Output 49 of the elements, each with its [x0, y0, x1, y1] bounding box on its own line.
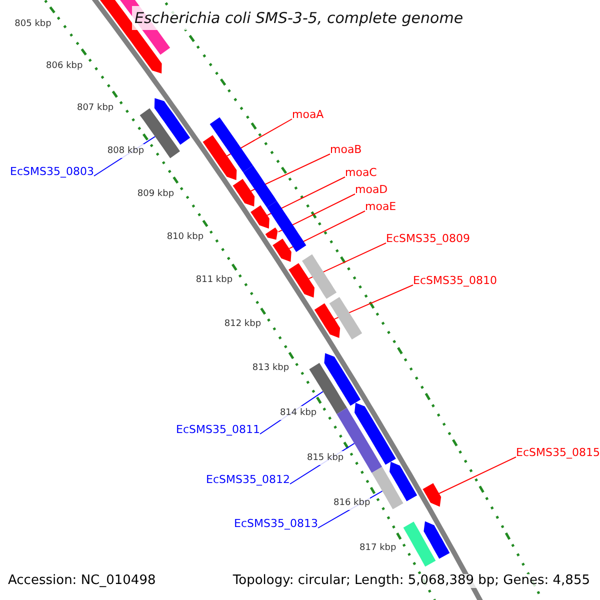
gene-segment: [250, 205, 270, 229]
gene-label: moaE: [365, 200, 396, 214]
genome-info-note: Topology: circular; Length: 5,068,389 bp; Genes: 4,855: [230, 574, 592, 588]
gene-label: EcSMS35_0815: [516, 446, 600, 460]
gene-segment: [154, 98, 190, 145]
gene-segment: [372, 466, 404, 510]
gene-label: moaB: [330, 143, 362, 157]
gene-segment: [302, 254, 337, 299]
gene-label: moaC: [345, 166, 377, 180]
leader-line: [288, 210, 366, 250]
scale-label: 808 kbp: [107, 144, 144, 158]
gene-label: EcSMS35_0812: [206, 473, 290, 487]
leader-line: [308, 242, 386, 280]
gene-segment: [288, 263, 314, 298]
gene-segment: [202, 135, 237, 180]
scale-label: 817 kbp: [360, 540, 396, 555]
gene-segment: [272, 238, 292, 262]
gene-segment: [390, 462, 418, 502]
gene-label: EcSMS35_0813: [234, 517, 318, 531]
accession-note: Accession: NC_010498: [6, 574, 158, 588]
gene-segment: [354, 402, 396, 465]
gene-segment: [243, 166, 277, 208]
gene-segment: [232, 178, 255, 206]
gene-segment: [266, 200, 306, 252]
gene-segment: [329, 297, 362, 340]
leader-line: [278, 194, 356, 232]
gene-label: EcSMS35_0810: [413, 274, 497, 288]
leader-line: [438, 456, 516, 494]
gene-label: EcSMS35_0809: [386, 232, 470, 246]
leader-line: [226, 118, 292, 156]
gene-segment: [324, 353, 361, 406]
gene-label: moaD: [355, 183, 388, 197]
gene-label: EcSMS35_0803: [10, 165, 94, 179]
gene-label: EcSMS35_0811: [176, 423, 260, 437]
gene-segment: [314, 303, 340, 338]
leader-line: [334, 284, 414, 320]
gene-label: moaA: [292, 108, 324, 122]
scale-label: 810 kbp: [166, 230, 204, 244]
scale-label: 809 kbp: [137, 186, 174, 201]
scale-label: 815 kbp: [306, 450, 344, 465]
leader-line: [266, 176, 346, 216]
scale-label: 814 kbp: [280, 406, 317, 420]
gene-segment: [403, 522, 436, 567]
leader-line: [250, 154, 330, 192]
gene-segment: [265, 228, 278, 240]
scale-label: 816 kbp: [334, 496, 370, 510]
gene-segment: [424, 521, 450, 559]
gene-segment: [210, 117, 253, 172]
gene-segment: [422, 483, 442, 507]
